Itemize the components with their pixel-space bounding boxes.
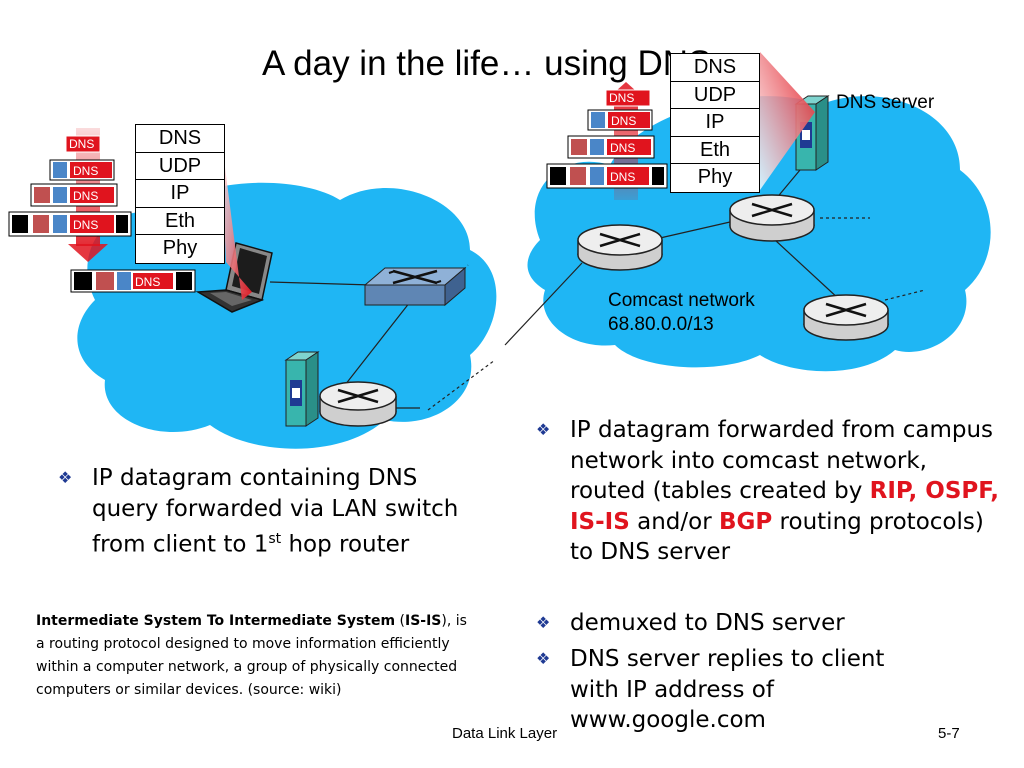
left-bullet-list: ❖ IP datagram containing DNS query forwa… [54,463,494,560]
comcast-dashed-2 [884,289,926,301]
stack-layer-dns: DNS [136,125,224,153]
right-layer-wedge [760,52,815,190]
comcast-subnet-label: 68.80.0.0/13 [608,314,714,335]
bullet-text-line: routing protocols) [772,508,984,535]
stack-layer-udp: UDP [671,82,759,109]
client-protocol-stack: DNS UDP IP Eth Phy [135,124,225,264]
note-text: ( [395,613,405,629]
comcast-network-label: Comcast network [608,290,755,311]
diamond-bullet-icon: ❖ [536,420,551,439]
routing-protocol-isis: IS-IS [570,508,630,535]
left-packet-ip-dns-text: DNS [73,189,98,203]
comcast-router-3-icon [803,294,889,341]
left-packet-dns [65,135,101,153]
comcast-router-1-icon [577,224,663,271]
bullet-text-line: www.google.com [570,707,766,733]
bullet-text-line: hop router [281,531,410,558]
bullet-text-line: IP datagram forwarded from campus [570,417,994,443]
stack-layer-phy: Phy [162,237,198,259]
server-protocol-stack: DNS UDP IP Eth Phy [670,53,760,193]
right-packet-ip-dns-text: DNS [610,141,635,155]
laptop-outgoing-frame [70,269,196,293]
left-encap-arrow-head [68,244,108,262]
comcast-internal-link-2 [774,239,841,301]
left-packet-dns-text: DNS [69,137,94,151]
isis-definition-note: Intermediate System To Intermediate Syst… [36,610,526,702]
left-packet-eth-dns-text: DNS [73,218,98,232]
diamond-bullet-icon: ❖ [58,468,73,487]
superscript-st: st [268,531,282,547]
right-packet-dns [605,89,651,107]
stack-layer-dns: DNS [671,54,759,82]
stack-layer-eth: Eth [136,208,224,235]
laptop-switch-link [269,281,373,286]
laptop-frame-dns-text: DNS [135,275,160,289]
stack-layer-udp: UDP [136,153,224,180]
bullet-text-line: network into comcast network, [570,447,927,474]
bullet-text-line: demuxed to DNS server [570,609,845,636]
note-text: within a computer network, a group of ph… [36,659,458,675]
stack-layer-ip: IP [136,180,224,208]
note-text: ), is [441,613,467,629]
stack-layer-eth: Eth [671,137,759,164]
diamond-bullet-icon: ❖ [536,649,551,668]
dns-server-label: DNS server [836,92,935,113]
stack-layer-ip: IP [671,109,759,137]
client-laptop-icon [195,242,273,313]
note-text: a routing protocol designed to move info… [36,636,450,652]
comcast-internal-link-1 [659,221,731,239]
bullet-text-line: routed (tables created by [570,478,870,504]
comcast-router-2-icon [729,194,815,242]
diamond-bullet-icon: ❖ [536,612,551,632]
footer-title: Data Link Layer [452,725,558,742]
left-packet-udp-dns-text: DNS [73,164,98,178]
right-packet-dns-text: DNS [609,91,634,105]
bullet-text-line: query forwarded via LAN switch [92,495,459,522]
router-comcast-link [504,262,583,346]
bullet-forwarded-to-comcast: ❖ IP datagram forwarded from campus netw… [532,415,1012,568]
note-bold-abbrev: IS-IS [404,613,442,629]
routing-protocol-bgp: BGP [718,508,773,535]
bullet-text-line: from client to 1 [92,531,269,558]
right-packet-ip [567,135,655,159]
right-packet-udp-dns-text: DNS [611,114,636,128]
bullet-demuxed: ❖ demuxed to DNS server [532,608,1012,639]
bullet-text-line: IP datagram containing DNS [92,465,418,491]
right-packet-eth-dns-text: DNS [610,170,635,184]
left-packet-udp [49,159,115,181]
bullet-text-line: and/or [629,508,719,535]
page-title: A day in the life… using DNS [262,44,712,83]
bullet-client-to-router: ❖ IP datagram containing DNS query forwa… [54,463,494,560]
campus-server-icon [284,351,320,427]
bullet-text-line: DNS server replies to client [570,646,885,672]
bullet-text-line: with IP address of [570,676,774,703]
packet-dns-labels: DNS DNS DNS DNS DNS DNS DNS DNS DNS [69,91,636,289]
lan-switch-icon [363,266,467,307]
right-packet-eth [546,163,668,189]
right-packet-udp [587,109,653,131]
switch-router-link [344,301,411,386]
note-text: computers or similar devices. (source: w… [36,682,342,698]
left-packet-eth [8,211,132,237]
note-bold-term: Intermediate System To Intermediate Syst… [36,613,396,629]
bullet-text-line: to DNS server [570,539,731,565]
first-hop-router-icon [319,381,397,427]
page-number: 5-7 [938,725,960,742]
left-packet-ip [30,183,118,207]
stack-layer-phy: Phy [697,166,733,188]
routing-protocol-rip-ospf: RIP, OSPF, [869,478,1000,504]
router-out-dashed [427,359,496,411]
bullet-dns-reply: ❖ DNS server replies to client with IP a… [532,644,1012,736]
right-bullet-list: ❖ IP datagram forwarded from campus netw… [532,415,1012,736]
left-layer-wedge [220,128,252,300]
